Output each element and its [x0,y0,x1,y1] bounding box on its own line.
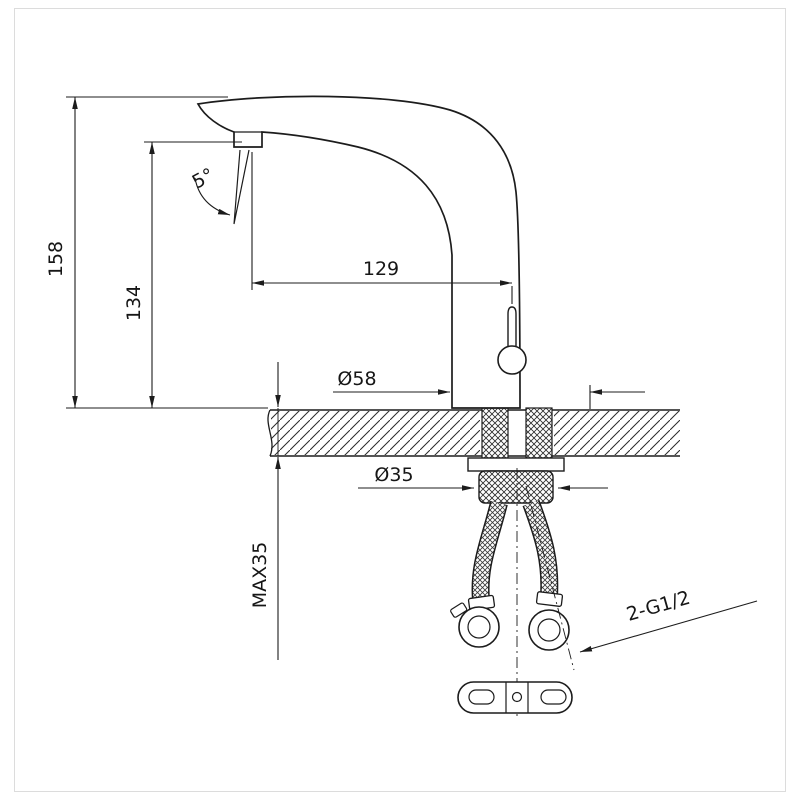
handle-ball [497,345,527,375]
shank-left-section [481,407,509,459]
right-hose-braid [523,500,557,597]
dim-hole-diameter: Ø35 [358,464,608,491]
dim-inlet-connection: 2-G1/2 [579,587,758,653]
supply-hoses [450,499,570,651]
dim-58-label: Ø58 [337,368,376,390]
left-hose-nut-bore [467,615,491,639]
angle-arc [194,177,231,216]
right-hose-collar [535,591,564,607]
faucet-body [196,95,521,409]
dim-total-height: 158 [45,96,268,409]
bracket-slot-left [468,689,495,705]
countertop [267,409,680,457]
water-stream [233,149,250,225]
left-hose-braid [473,501,507,601]
mounting-bracket [457,681,573,714]
dim-158-label: 158 [45,241,67,277]
bracket-slot-right [540,689,567,705]
counter-hatch-right [554,411,680,455]
shank-right-section [525,407,553,459]
right-hose-centerline [525,485,575,671]
counter-hatch-left [271,411,480,455]
dim-spout-angle: 5° [188,164,231,216]
mounting-nut [478,470,554,504]
right-hose-nut-bore [537,618,561,642]
dim-max-thickness: MAX35 [249,362,281,660]
dim-spout-height: 134 [123,141,242,408]
faucet [196,95,527,409]
dim-35-label: Ø35 [374,464,413,486]
leader-g12-line [579,600,758,653]
dim-base-diameter: Ø58 [333,368,645,409]
bracket-center-hole [511,691,523,703]
angle-label: 5° [188,164,217,194]
dim-spout-reach: 129 [251,152,513,304]
mounting-shank [467,407,565,504]
handle-stem [507,306,517,346]
counter-break-line [267,409,273,457]
mounting-washer [467,457,565,472]
dim-129-label: 129 [363,258,399,280]
leader-g12-label: 2-G1/2 [624,587,693,626]
left-nut-tab [450,602,468,618]
dim-134-label: 134 [123,285,145,321]
dim-max35-label: MAX35 [249,542,271,609]
